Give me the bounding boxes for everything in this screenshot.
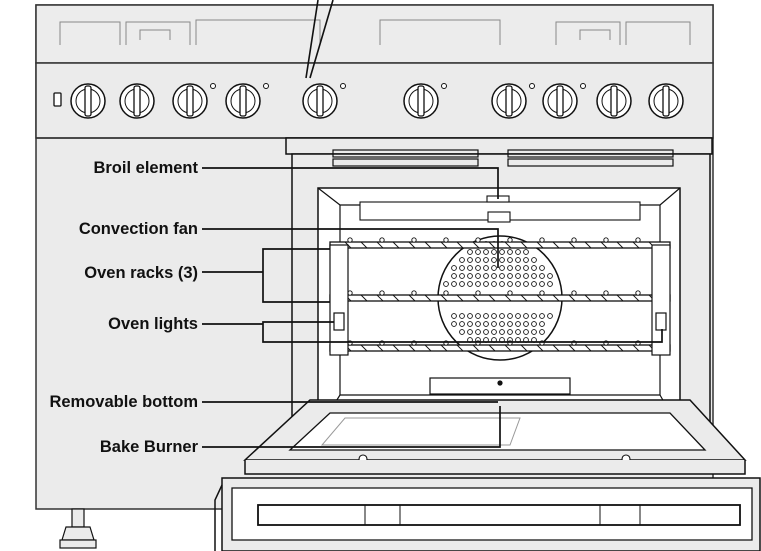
indicator-light-icon <box>53 92 62 107</box>
control-knob-icon[interactable] <box>403 83 439 119</box>
label-oven-racks: Oven racks (3) <box>84 264 198 282</box>
label-removable-bottom: Removable bottom <box>49 393 198 411</box>
label-convection-fan: Convection fan <box>79 220 198 238</box>
callout-lines <box>202 167 663 448</box>
indicator-dot-icon <box>529 83 535 89</box>
indicator-dot-icon <box>580 83 586 89</box>
control-knob-icon[interactable] <box>225 83 261 119</box>
indicator-dot-icon <box>210 83 216 89</box>
control-knob-icon[interactable] <box>491 83 527 119</box>
oven-door <box>214 399 761 551</box>
control-knob-icon[interactable] <box>302 83 338 119</box>
indicator-dot-icon <box>441 83 447 89</box>
indicator-dot-icon <box>340 83 346 89</box>
label-bake-burner: Bake Burner <box>100 438 199 456</box>
oven-bottom-panel <box>429 377 571 395</box>
indicator-dot-icon <box>263 83 269 89</box>
label-oven-lights: Oven lights <box>108 315 198 333</box>
control-knob-icon[interactable] <box>542 83 578 119</box>
label-broil-element: Broil element <box>93 159 198 177</box>
knob-pointer-lines <box>305 0 334 79</box>
control-knob-icon[interactable] <box>596 83 632 119</box>
control-knobs <box>70 83 684 119</box>
range-foot <box>59 508 97 549</box>
control-knob-icon[interactable] <box>70 83 106 119</box>
control-knob-icon[interactable] <box>172 83 208 119</box>
control-knob-icon[interactable] <box>119 83 155 119</box>
callout-labels: Broil element Convection fan Oven racks … <box>49 159 198 456</box>
control-knob-icon[interactable] <box>648 83 684 119</box>
